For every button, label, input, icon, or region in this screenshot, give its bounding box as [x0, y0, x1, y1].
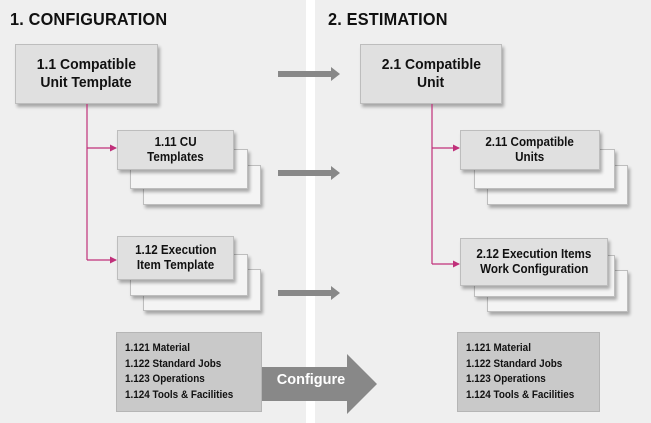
- box-label-line2: Unit: [417, 74, 445, 91]
- box-label-line2: Item Template: [136, 258, 215, 272]
- estimation-connectors: [431, 104, 460, 268]
- list-item: 1.123 Operations: [466, 373, 546, 385]
- box-label-line2: Unit Template: [40, 74, 133, 91]
- right-arrow-icon: [278, 286, 340, 300]
- execution-items-work-configuration-box: 2.12 Execution Items Work Configuration: [460, 238, 608, 286]
- configuration-items-list: 1.121 Material 1.122 Standard Jobs 1.123…: [116, 332, 262, 412]
- compatible-units-box: 2.11 Compatible Units: [460, 130, 600, 170]
- estimation-items-list: 1.121 Material 1.122 Standard Jobs 1.123…: [457, 332, 600, 412]
- right-arrow-icon: [278, 166, 340, 180]
- flow-arrows: [262, 67, 377, 414]
- list-item: 1.121 Material: [466, 342, 531, 354]
- box-label-line1: 1.12 Execution: [134, 243, 217, 258]
- box-label-line1: 2.11 Compatible: [485, 135, 575, 150]
- list-item: 1.122 Standard Jobs: [125, 357, 222, 370]
- cu-templates-box: 1.11 CU Templates: [117, 130, 234, 170]
- box-label-line2: Units: [515, 150, 545, 164]
- compatible-unit-template-box: 1.1 Compatible Unit Template: [15, 44, 158, 104]
- list-item: 1.124 Tools & Facilities: [125, 388, 234, 401]
- box-label-line2: Work Configuration: [479, 262, 589, 276]
- execution-item-template-box: 1.12 Execution Item Template: [117, 236, 234, 280]
- configure-arrow-icon: [262, 354, 377, 414]
- box-label-line1: 1.1 Compatible: [36, 56, 137, 74]
- compatible-unit-box: 2.1 Compatible Unit: [360, 44, 502, 104]
- list-item: 1.124 Tools & Facilities: [466, 388, 575, 401]
- list-item: 1.122 Standard Jobs: [466, 357, 563, 370]
- right-arrow-icon: [278, 67, 340, 81]
- box-label-line2: Templates: [147, 150, 204, 164]
- box-label-line1: 1.11 CU: [154, 135, 197, 150]
- box-label-line1: 2.1 Compatible: [381, 56, 481, 74]
- configuration-title: 1. CONFIGURATION: [10, 9, 168, 29]
- configure-label: Configure: [276, 372, 346, 388]
- configuration-connectors: [86, 104, 117, 264]
- box-label-line1: 2.12 Execution Items: [476, 247, 592, 262]
- estimation-title: 2. ESTIMATION: [328, 9, 448, 29]
- list-item: 1.121 Material: [125, 342, 190, 354]
- list-item: 1.123 Operations: [125, 373, 205, 385]
